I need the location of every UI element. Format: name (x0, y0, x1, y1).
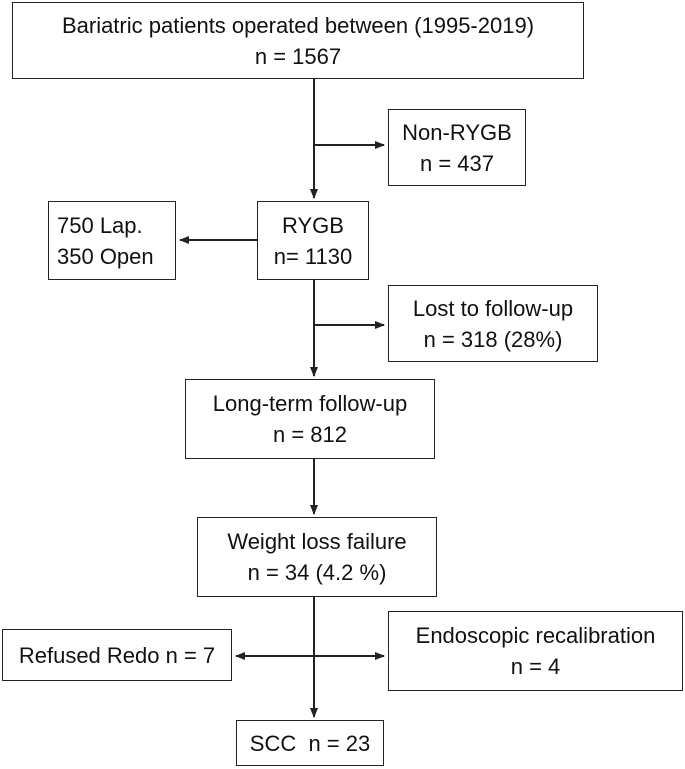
total-patients-box: Bariatric patients operated between (199… (12, 2, 584, 79)
refused-redo-box: Refused Redo n = 7 (2, 629, 232, 681)
scc-label: SCC n = 23 (249, 730, 371, 756)
weight-loss-failure-box: Weight loss failure n = 34 (4.2 %) (197, 517, 437, 597)
endoscopic-recalibration-count: n = 4 (510, 654, 561, 679)
total-patients-count: n = 1567 (254, 43, 342, 69)
total-patients-label: Bariatric patients operated between (199… (61, 12, 535, 38)
longterm-followup-count: n = 812 (272, 422, 347, 447)
lost-followup-box: Lost to follow-up n = 318 (28%) (388, 285, 598, 362)
refused-redo-label: Refused Redo n = 7 (18, 642, 216, 668)
non-rygb-count: n = 437 (419, 150, 494, 176)
longterm-followup-label: Long-term follow-up (212, 391, 408, 416)
longterm-followup-box: Long-term follow-up n = 812 (185, 379, 435, 459)
endoscopic-recalibration-box: Endoscopic recalibration n = 4 (388, 611, 683, 691)
lost-followup-label: Lost to follow-up (412, 295, 574, 321)
lost-followup-count: n = 318 (28%) (423, 326, 563, 352)
weight-loss-failure-count: n = 34 (4.2 %) (247, 560, 387, 585)
rygb-box: RYGB n= 1130 (257, 201, 369, 280)
non-rygb-box: Non-RYGB n = 437 (388, 109, 526, 186)
approach-open: 350 Open (57, 243, 154, 269)
approach-lap: 750 Lap. (57, 212, 143, 238)
rygb-label: RYGB (282, 212, 344, 238)
approach-box: 750 Lap. 350 Open (48, 201, 176, 280)
weight-loss-failure-label: Weight loss failure (227, 529, 407, 554)
scc-box: SCC n = 23 (236, 720, 384, 766)
endoscopic-recalibration-label: Endoscopic recalibration (415, 623, 656, 648)
non-rygb-label: Non-RYGB (402, 119, 512, 145)
rygb-count: n= 1130 (273, 243, 353, 269)
